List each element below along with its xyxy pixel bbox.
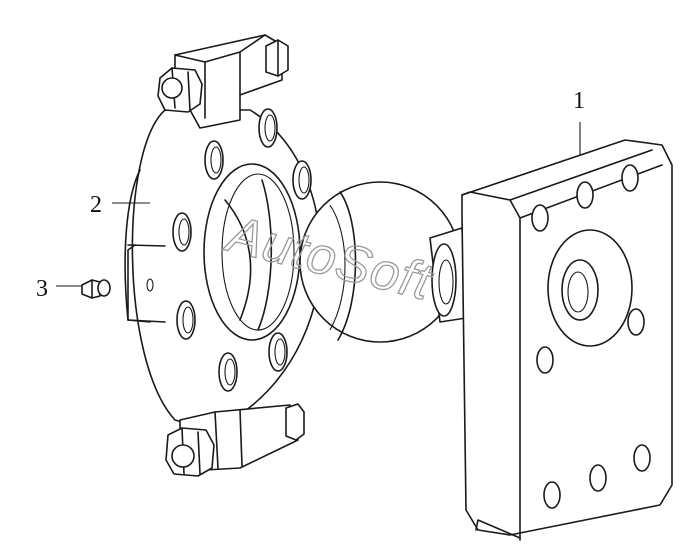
callout-part-3: 3 — [36, 276, 48, 302]
plate-hole — [536, 346, 554, 374]
bolt-hole — [268, 332, 288, 372]
plate-hole — [576, 181, 594, 209]
hex-bolt-top-right — [265, 39, 289, 77]
plate-hole — [543, 481, 561, 509]
bolt-hole — [176, 300, 196, 340]
plate-hole — [627, 308, 645, 336]
hex-bolt-bottom-left — [165, 427, 215, 477]
bolt-hole — [258, 108, 278, 148]
plate-hole — [621, 164, 639, 192]
bolt-hole — [218, 352, 238, 392]
plate-hole — [633, 444, 651, 472]
plate-hole — [531, 204, 549, 232]
grease-nipple — [81, 279, 111, 299]
plate-hole — [589, 464, 607, 492]
hex-bolt-top-left — [157, 67, 203, 113]
callout-part-1: 1 — [573, 88, 585, 114]
callout-part-2: 2 — [90, 192, 102, 218]
stub-shaft — [429, 227, 467, 323]
bolt-hole — [204, 140, 224, 180]
bolt-hole — [292, 160, 312, 200]
hex-bolt-bottom-right — [285, 403, 305, 441]
bolt-hole — [172, 212, 192, 252]
split-flange-ring — [124, 34, 322, 471]
mounting-plate — [461, 139, 673, 541]
